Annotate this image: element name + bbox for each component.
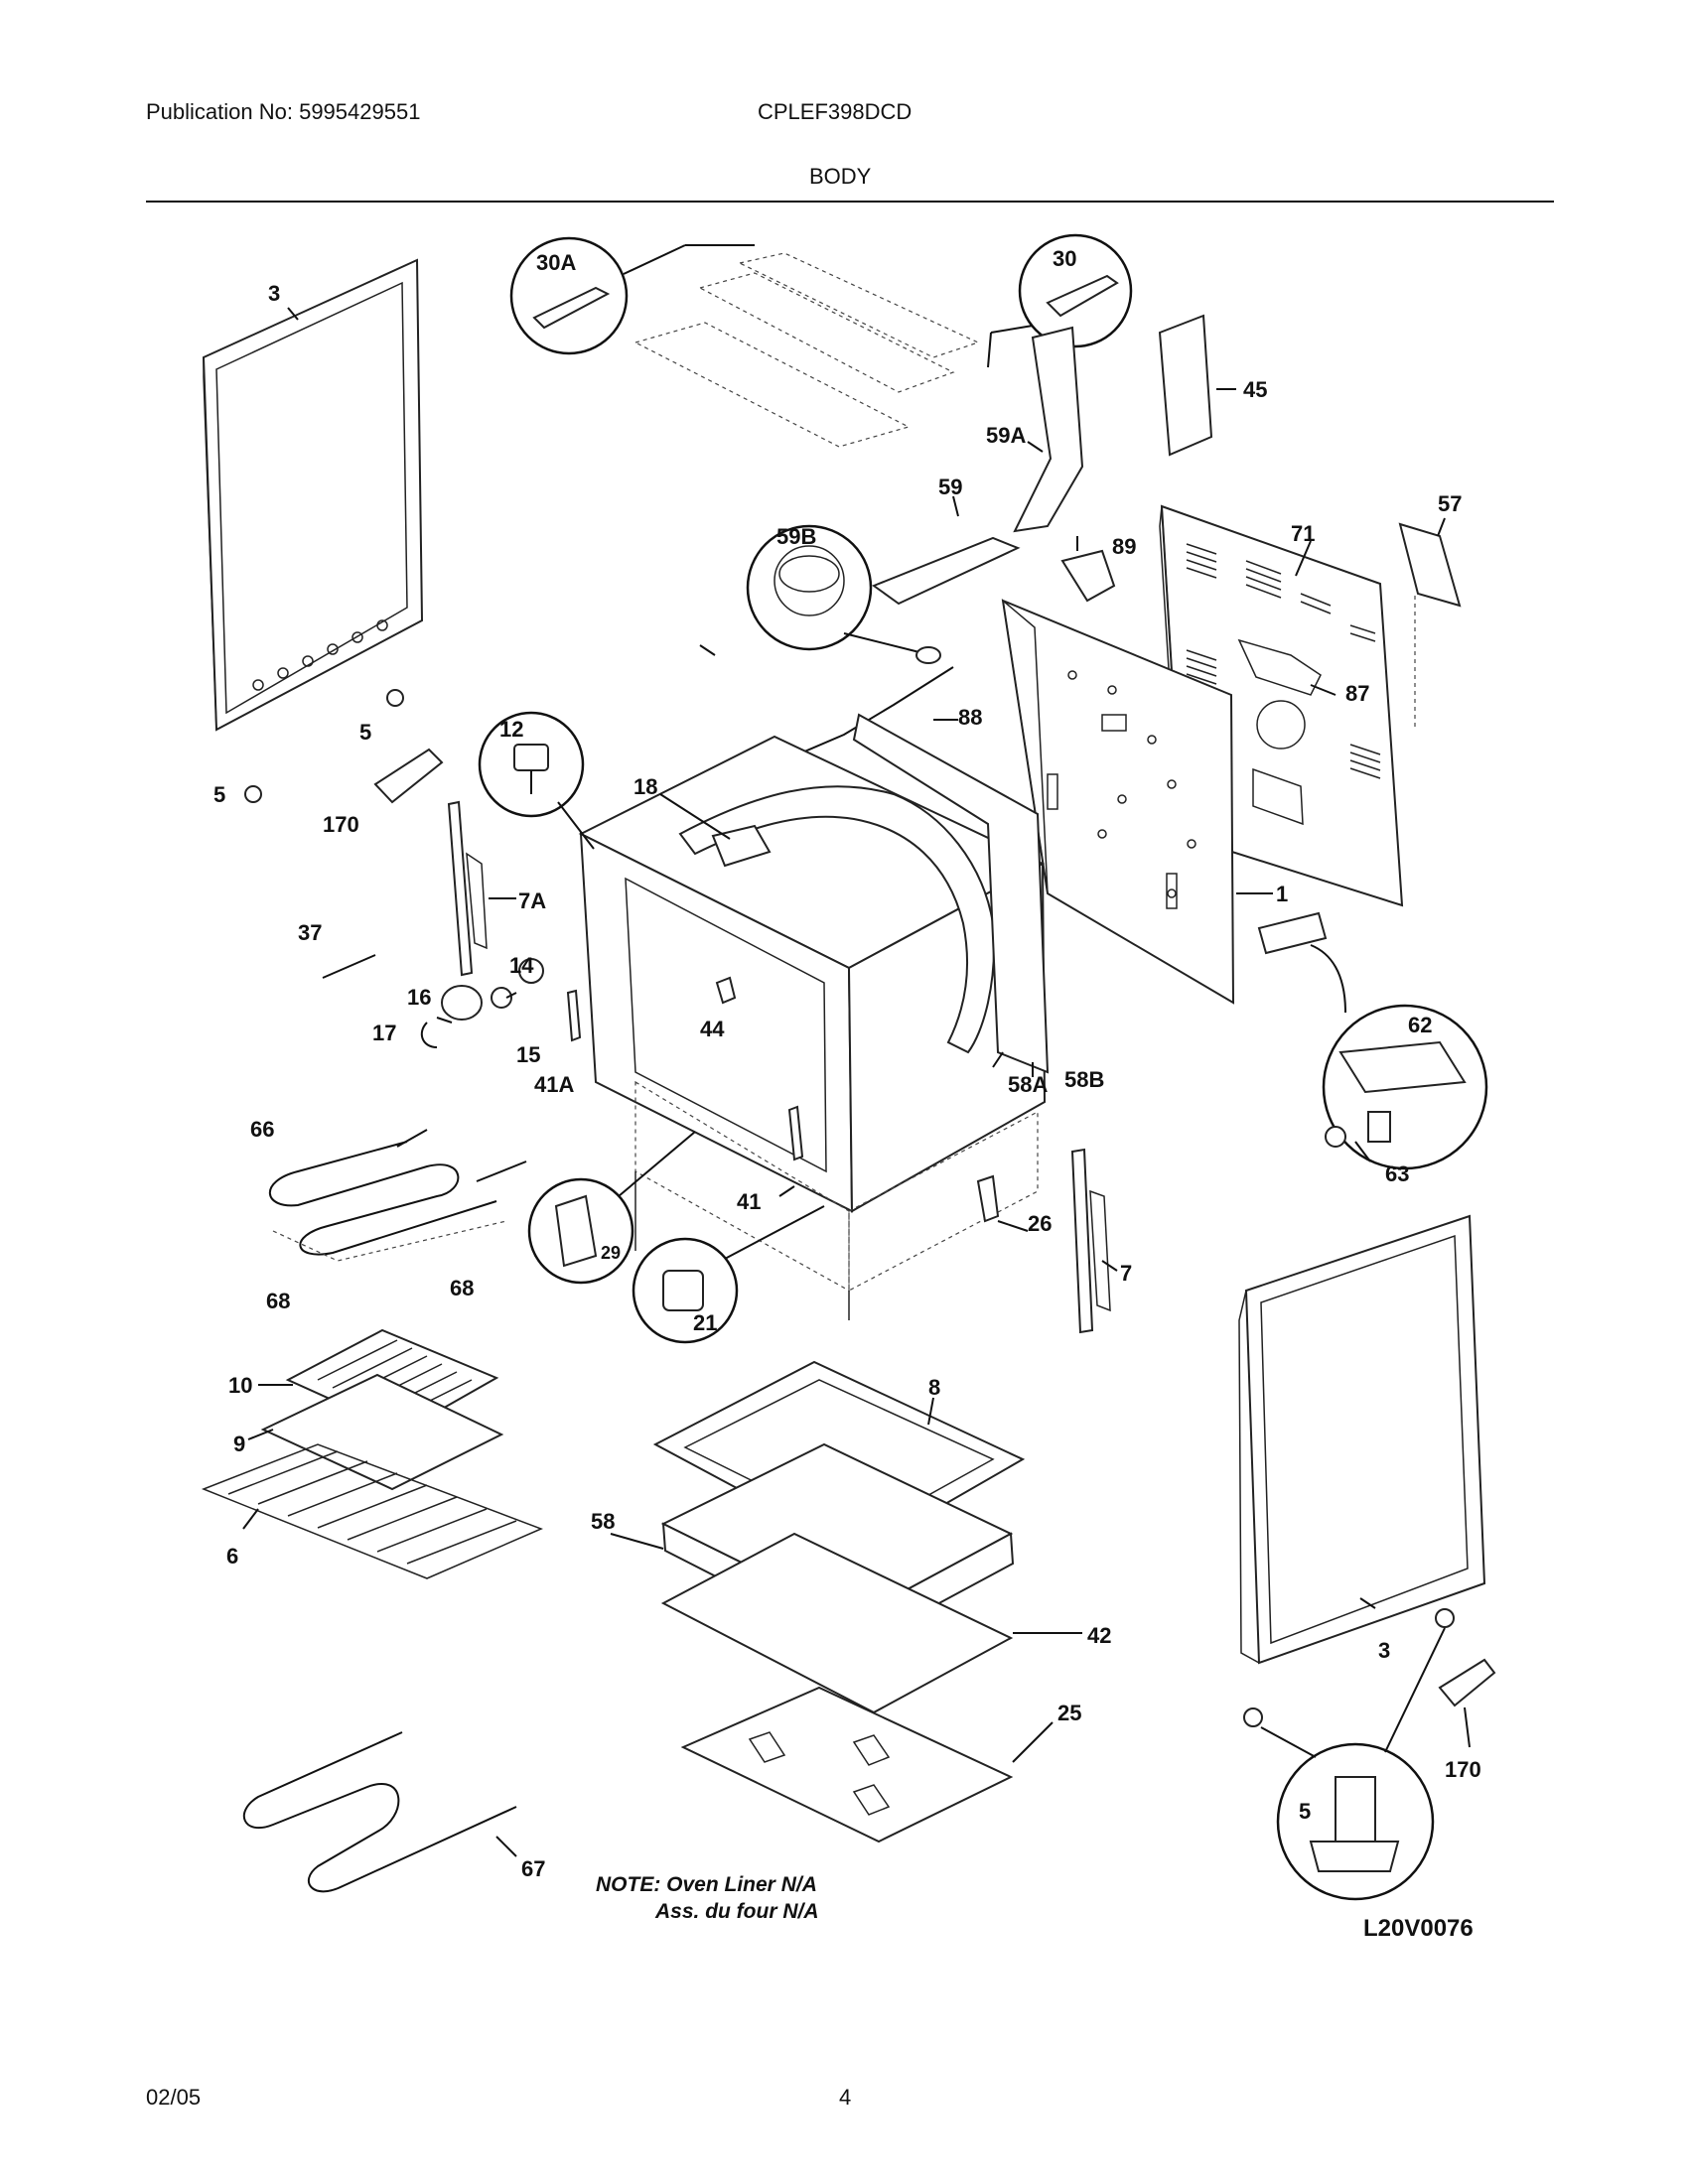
label-6: 6 xyxy=(226,1544,238,1569)
label-59: 59 xyxy=(938,475,962,499)
label-1: 1 xyxy=(1276,882,1288,906)
clip-26 xyxy=(976,1174,1000,1223)
bracket-18 xyxy=(711,824,772,868)
duct-59a xyxy=(1013,326,1084,533)
light-assembly xyxy=(420,958,544,1048)
label-3-left: 3 xyxy=(268,281,280,306)
detail-circle-12 xyxy=(478,711,595,850)
label-45: 45 xyxy=(1243,377,1267,402)
label-37: 37 xyxy=(298,920,322,945)
label-58b: 58B xyxy=(1064,1067,1104,1092)
detail-circle-62 xyxy=(1257,911,1488,1170)
label-26: 26 xyxy=(1028,1211,1052,1236)
oven-rack-6 xyxy=(201,1443,543,1579)
model-number: CPLEF398DCD xyxy=(758,99,913,124)
header-rule xyxy=(146,201,1554,203)
label-42: 42 xyxy=(1087,1623,1111,1648)
label-18: 18 xyxy=(633,774,657,799)
label-41a: 41A xyxy=(534,1072,574,1097)
detail-circle-5 xyxy=(1260,1627,1446,1901)
label-16: 16 xyxy=(407,985,431,1010)
label-5-circle: 5 xyxy=(1299,1799,1311,1824)
label-29: 29 xyxy=(601,1243,621,1263)
diagram-code: L20V0076 xyxy=(1363,1915,1474,1942)
detail-circle-30a xyxy=(509,236,755,355)
oven-bottom-assembly xyxy=(652,1360,1026,1843)
screw-5-upper xyxy=(1435,1608,1455,1628)
bracket-41a xyxy=(566,989,582,1042)
label-87: 87 xyxy=(1345,681,1369,706)
label-44: 44 xyxy=(700,1017,725,1041)
publication-number: Publication No: 5995429551 xyxy=(146,99,421,124)
bracket-41 xyxy=(787,1105,804,1161)
note-line-1: NOTE: Oven Liner N/A xyxy=(596,1873,817,1896)
broil-element-66 xyxy=(268,1129,527,1262)
label-5-lower: 5 xyxy=(213,782,225,807)
label-59a: 59A xyxy=(986,423,1026,448)
insulation-58a-58b xyxy=(678,713,1050,1074)
label-7a: 7A xyxy=(518,888,546,913)
label-7: 7 xyxy=(1120,1261,1132,1286)
footer-date: 02/05 xyxy=(146,2085,202,2110)
note-line-2: Ass. du four N/A xyxy=(654,1900,819,1923)
hinge-arm-7a xyxy=(447,800,474,977)
side-panel-left xyxy=(202,258,424,732)
label-68-right: 68 xyxy=(450,1276,474,1300)
label-21: 21 xyxy=(693,1310,717,1335)
top-rails xyxy=(633,252,980,448)
label-30a: 30A xyxy=(536,250,576,275)
label-170-right: 170 xyxy=(1445,1757,1481,1782)
label-59b: 59B xyxy=(776,524,816,549)
label-88: 88 xyxy=(958,705,982,730)
vent-59 xyxy=(871,536,1021,606)
label-30: 30 xyxy=(1053,246,1076,271)
label-68-left: 68 xyxy=(266,1289,290,1313)
label-62: 62 xyxy=(1408,1013,1432,1037)
section-title: BODY xyxy=(809,164,872,189)
label-5-upper: 5 xyxy=(359,720,371,745)
inner-back-panel-1 xyxy=(1001,599,1235,1005)
sensor-37 xyxy=(322,954,376,979)
hinge-7 xyxy=(1070,1148,1094,1334)
bracket-89 xyxy=(1060,549,1116,603)
label-58: 58 xyxy=(591,1509,615,1534)
vent-holes xyxy=(252,619,388,691)
label-57: 57 xyxy=(1438,491,1462,516)
detail-circle-30 xyxy=(987,233,1133,368)
label-67: 67 xyxy=(521,1856,545,1881)
plate-57 xyxy=(1398,522,1462,608)
label-3-right: 3 xyxy=(1378,1638,1390,1663)
label-58a: 58A xyxy=(1008,1072,1048,1097)
label-25: 25 xyxy=(1057,1701,1081,1725)
label-66: 66 xyxy=(250,1117,274,1142)
label-17: 17 xyxy=(372,1021,396,1045)
label-10: 10 xyxy=(228,1373,252,1398)
part-labels: 3 30A 30 45 59A 59 57 71 59B 89 87 88 5 … xyxy=(213,246,1481,1881)
bracket-45 xyxy=(1158,314,1213,457)
page-number: 4 xyxy=(839,2085,852,2110)
side-panel-right xyxy=(1238,1214,1486,1665)
label-15: 15 xyxy=(516,1042,540,1067)
clip-44 xyxy=(715,976,737,1005)
broil-pan-10-9 xyxy=(260,1328,504,1491)
screw-5-right xyxy=(1243,1707,1263,1727)
label-14: 14 xyxy=(509,953,534,978)
bake-element-67 xyxy=(242,1731,517,1893)
label-89: 89 xyxy=(1112,534,1136,559)
detail-circle-59b xyxy=(746,524,941,664)
label-8: 8 xyxy=(928,1375,940,1400)
label-63: 63 xyxy=(1385,1161,1409,1186)
bracket-170-left xyxy=(373,748,444,804)
leader-lines xyxy=(242,307,1471,1857)
label-71: 71 xyxy=(1291,521,1315,546)
detail-circle-21 xyxy=(632,1205,825,1344)
bracket-170-right xyxy=(1438,1658,1496,1707)
label-12: 12 xyxy=(499,717,523,742)
label-41: 41 xyxy=(737,1189,761,1214)
detail-circle-29 xyxy=(527,1131,696,1285)
label-170-left: 170 xyxy=(323,812,359,837)
screws-5-left xyxy=(244,689,404,803)
label-9: 9 xyxy=(233,1432,245,1456)
